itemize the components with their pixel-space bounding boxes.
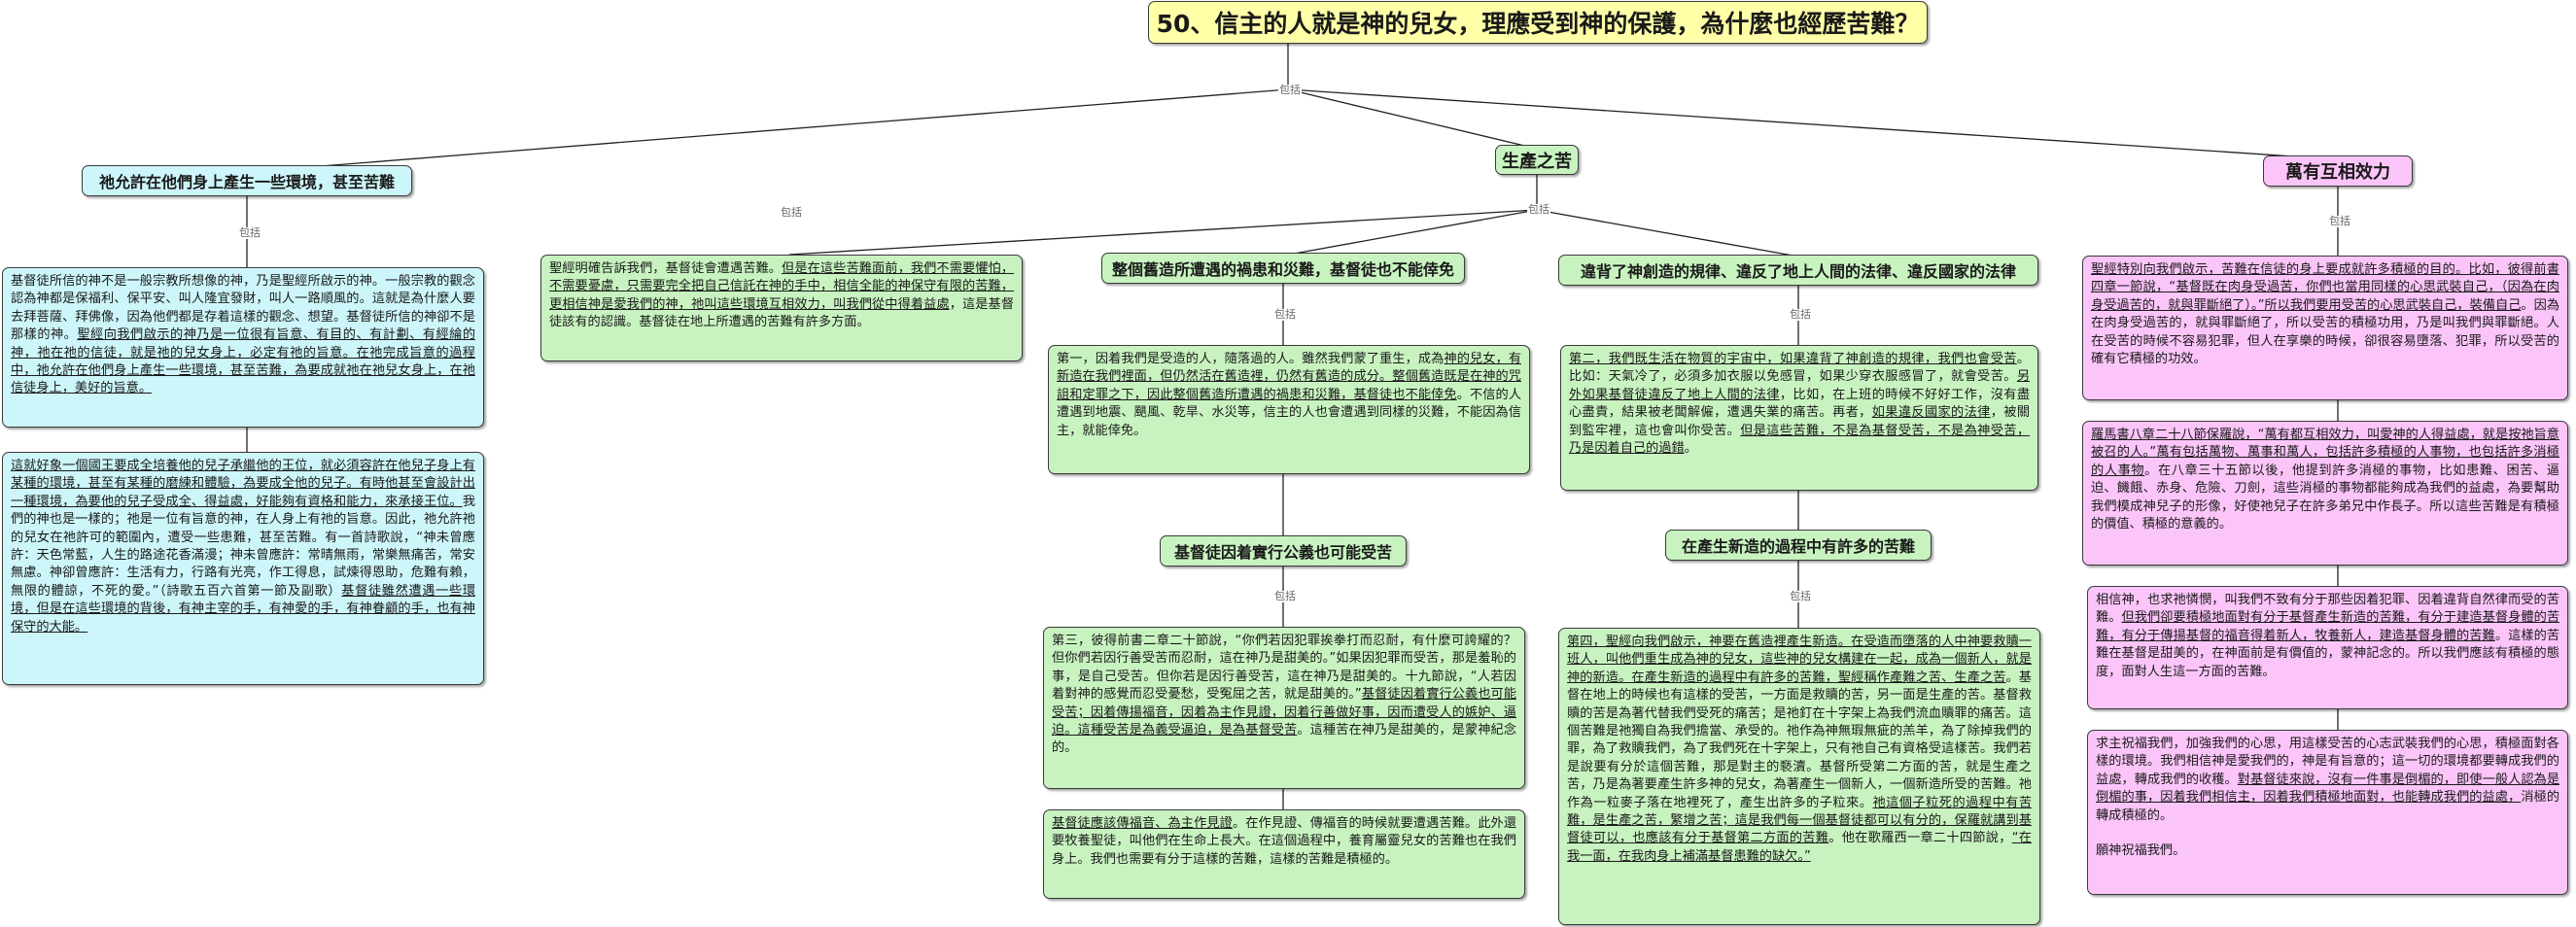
text-run: 。在作見證、傳福音的時候就要遭遇苦難 [1232, 816, 1465, 831]
sub3-paragraph-2: 基督徒應該傳福音、為主作見證。在作見證、傳福音的時候就要遭遇苦難。此外還要牧養聖… [1043, 809, 1525, 899]
connector-label: 包括 [1278, 84, 1302, 96]
connector-label: 包括 [2328, 215, 2351, 227]
text-run: 。他在歌羅西一章二十四節說， [1828, 831, 2012, 846]
text-run: 聖經特別向我們啟示，苦難在信徒的身上要成就許多積極的目的。比如，彼得前書四章一節… [2091, 262, 2559, 313]
connector-label: 包括 [238, 226, 261, 239]
connector-label: 包括 [1273, 308, 1297, 321]
connector-label: 包括 [1789, 590, 1812, 602]
branch-center-title: 生產之苦 [1495, 145, 1579, 175]
root-title: 50、信主的人就是神的兒女，理應受到神的保護，為什麼也經歷苦難？ [1148, 1, 1928, 44]
connector-label: 包括 [780, 206, 803, 219]
text-run: 基督徒所信的神不是一般宗教所想像的神，乃是聖經所啟示的神。一般宗教的觀念認為神都… [11, 274, 475, 343]
text-run: 這就好象一個國王要成全培養他的兒子承繼他的王位，就必須容許在他兒子身上有某種的環… [11, 459, 475, 509]
text-run: 聖經明確告訴我們，基督徒會遭遇苦難。 [549, 261, 783, 276]
sub1-paragraph: 第一，因着我們是受造的人，隨落過的人。雖然我們蒙了重生，成為神的兒女，有新造在我… [1048, 345, 1530, 474]
text-run: 基督徒應該傳福音、為主作見證 [1052, 816, 1233, 831]
sub1-title: 整個舊造所遭遇的禍患和災難，基督徒也不能倖免 [1101, 253, 1465, 284]
text-run: 神的兒女，有新造在我們裡面，但仍然活在舊造裡，仍然有舊造的成分。整個舊造既是在神… [1057, 352, 1522, 402]
text-run: ，被關到監牢裡，這也會叫你受苦。 [1569, 405, 2031, 438]
text-run: 。比如：天氣冷了，必須多加衣服以免感冒，如果少穿衣服感冒了，就會受苦。 [1569, 352, 2030, 385]
text-run: 。 [2159, 807, 2174, 823]
text-run: 聖經向我們啟示的神乃是一位很有旨意、有目的、有計劃、有經綸的神，祂在祂的信徒，就… [11, 327, 476, 396]
left-paragraph-2: 這就好象一個國王要成全培養他的兒子承繼他的王位，就必須容許在他兒子身上有某種的環… [2, 452, 484, 685]
left-paragraph-1: 基督徒所信的神不是一般宗教所想像的神，乃是聖經所啟示的神。一般宗教的觀念認為神都… [2, 267, 484, 428]
text-run: 。在八章三十五節以後，他提到許多消極的事物，比如患難、困苦、逼迫、饑餓、赤身、危… [2091, 463, 2559, 532]
text-run: 羅馬書八章二十八節保羅說，“萬有都互相效力，叫愛神的人得益處，就是按祂旨意被召的… [2091, 428, 2559, 478]
text-run: 相信神，也求祂憐憫，叫我們不致有分于那些因着犯罪、因着違背自然律而受的苦難。 [2096, 593, 2559, 626]
text-run: 。不信的人遭遇到地震、颶風、乾旱、水災等，信主的人也會遭遇到同樣的災難，不能因為… [1057, 387, 1522, 438]
connector-label: 包括 [1527, 203, 1550, 216]
center-intro-paragraph: 聖經明確告訴我們，基督徒會遭遇苦難。但是在這些苦難面前，我們不需要懼怕，不需要憂… [540, 255, 1023, 361]
text-run: ，比如，在上班的時候不好好工作，沒有盡心盡責，結果被老闆解僱，遭遇失業的痛苦。再… [1569, 387, 2031, 421]
text-run: 所以我們要用受苦的心思武裝自己，裝備自己 [2264, 297, 2522, 313]
text-run: 基督徒因着實行公義也可能受苦；因着傳揚福音，因着為主作見證，因着行善做好事，因而… [1052, 687, 1517, 738]
text-run: “在我一面，在我肉身上補滿基督患難的缺欠。” [1567, 831, 2032, 864]
text-run: 。因為在肉身受過苦的，就與罪斷絕了，所以受苦的積極功用，乃是叫我們與罪斷絕。人在… [2091, 297, 2560, 367]
right-paragraph-2: 羅馬書八章二十八節保羅說，“萬有都互相效力，叫愛神的人得益處，就是按祂旨意被召的… [2082, 421, 2568, 566]
text-run: 祂這個子粒死的過程中有苦難，是生產之苦，繁增之苦；這是我們每一個基督徒都可以有分… [1567, 795, 2033, 846]
text-run: 第四，聖經向我們啟示，神要在舊造裡產生新造。在受造而墮落的人中神要救贖一班人，叫… [1567, 635, 2032, 685]
sub2-paragraph: 第二，我們既生活在物質的宇宙中，如果違背了神創造的規律，我們也會受苦。比如：天氣… [1560, 345, 2038, 491]
sub4-title: 在產生新造的過程中有許多的苦難 [1665, 530, 1932, 561]
text-run: 。這樣的苦難在基督是甜美的，在神面前是有價值的，蒙神記念的。所以我們應該有積極的… [2096, 628, 2560, 679]
connector-label: 包括 [1273, 590, 1297, 602]
text-run: 消極的轉成積極的 [2096, 790, 2560, 823]
text-run: 。這種苦在神乃是甜美的，是蒙神紀念的。 [1052, 723, 1516, 756]
connector-label: 包括 [1789, 308, 1812, 321]
text-run: 另外如果基督徒違反了地上人間的法律 [1569, 369, 2030, 402]
right-paragraph-3: 相信神，也求祂憐憫，叫我們不致有分于那些因着犯罪、因着違背自然律而受的苦難。但我… [2087, 586, 2568, 709]
text-run: 第三，彼得前書二章二十節說，“你們若因犯罪挨拳打而忍耐，有什麼可誇耀的？但你們若… [1052, 634, 1516, 703]
sub3-paragraph-1: 第三，彼得前書二章二十節說，“你們若因犯罪挨拳打而忍耐，有什麼可誇耀的？但你們若… [1043, 627, 1525, 789]
text-run: 。 [1684, 441, 1697, 457]
text-run: 求主祝福我們，加強我們的心思，用這樣受苦的心志武裝我們的心思，積極面對各樣的環境… [2096, 737, 2559, 787]
right-paragraph-4: 求主祝福我們，加強我們的心思，用這樣受苦的心志武裝我們的心思，積極面對各樣的環境… [2087, 730, 2568, 895]
text-run: ，這是基督徒該有的認識。基督徒在地上所遭遇的苦難有許多方面。 [549, 296, 1015, 330]
text-run: 對基督徒來說，沒有一件事是倒楣的，即使一般人認為是倒楣的事，因着我們相信主，因着… [2096, 772, 2560, 806]
text-run: 但我們卻要積極地面對有分于基督產生新造的苦難，有分于建造基督身體的苦難，有分于傳… [2096, 610, 2560, 643]
branch-right-title: 萬有互相效力 [2263, 155, 2413, 187]
text-run: 如果違反國家的法律 [1871, 405, 1991, 421]
sub3-title: 基督徒因着實行公義也可能受苦 [1160, 535, 1407, 566]
text-run: 但是這些苦難，不是為基督受苦，不是為神受苦，乃是因着自己的過錯 [1569, 423, 2031, 457]
text-run: 但是在這些苦難面前，我們不需要懼怕，不需要憂慮，只需要完全把自己信託在神的手中，… [549, 261, 1014, 312]
text-run: 第一，因着我們是受造的人，隨落過的人。雖然我們蒙了重生，成為 [1057, 352, 1445, 366]
branch-left-title: 祂允許在他們身上產生一些環境，甚至苦難 [82, 165, 412, 196]
right-paragraph-1: 聖經特別向我們啟示，苦難在信徒的身上要成就許多積極的目的。比如，彼得前書四章一節… [2082, 256, 2568, 400]
text-run: 。基督在地上的時候也有這樣的受苦，一方面是救贖的苦，另一面是生產的苦。基督救贖的… [1567, 670, 2032, 810]
text-run: 第二，我們既生活在物質的宇宙中，如果違背了神創造的規律，我們也會受苦 [1569, 352, 2017, 366]
text-run: 基督徒雖然遭遇一些環境，但是在這些環境的背後，有神主宰的手，有神愛的手，有神眷顧… [11, 583, 476, 635]
text-run: 我們的神也是一樣的；祂是一位有旨意的神，在人身上有祂的旨意。因此，祂允許祂的兒女… [11, 494, 475, 599]
sub4-paragraph: 第四，聖經向我們啟示，神要在舊造裡產生新造。在受造而墮落的人中神要救贖一班人，叫… [1558, 628, 2040, 925]
text-run: 願神祝福我們。 [2096, 843, 2186, 859]
text-run: 。此外還要牧養聖徒，叫他們在生命上長大。在這個過程中，養育屬靈兒女的苦難也在我們… [1052, 816, 1517, 867]
sub2-title: 違背了神創造的規律、違反了地上人間的法律、違反國家的法律 [1558, 255, 2038, 286]
